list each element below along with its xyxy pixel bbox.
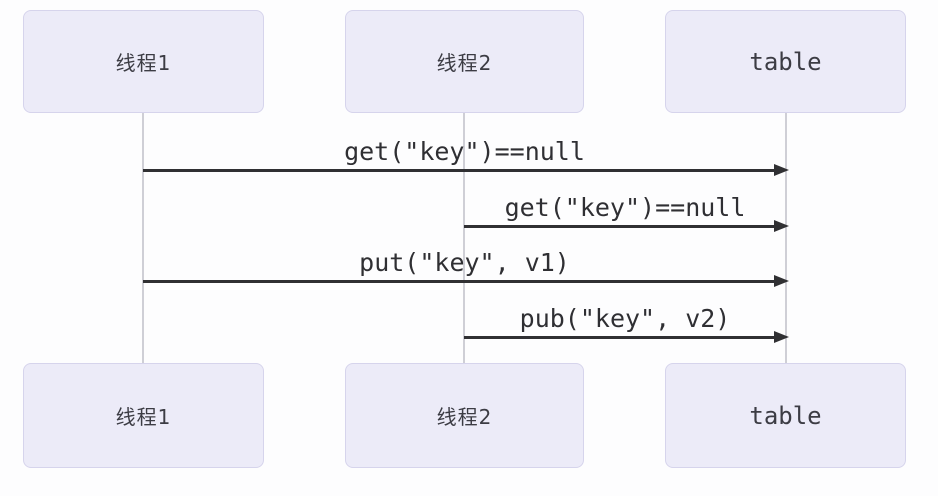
actor-bottom-thread1-label: 线程1 (115, 405, 172, 429)
message-3-arrow-line (143, 280, 777, 283)
actor-top-thread2-label: 线程2 (436, 51, 493, 75)
actor-top-thread1-label: 线程1 (115, 51, 172, 75)
message-1-label: get("key")==null (344, 137, 585, 166)
message-1-arrow-line (143, 169, 777, 172)
lifeline-thread2 (463, 113, 465, 363)
message-4-label: pub("key", v2) (519, 304, 731, 333)
actor-bottom-table: table (665, 363, 906, 468)
actor-top-table: table (665, 10, 906, 113)
message-3-arrowhead-icon (774, 275, 789, 287)
message-1-arrowhead-icon (774, 164, 789, 176)
message-2-arrowhead-icon (774, 220, 789, 232)
lifeline-thread1 (142, 113, 144, 363)
actor-bottom-thread2-label: 线程2 (436, 405, 493, 429)
lifeline-table (785, 113, 787, 363)
message-4-arrowhead-icon (774, 331, 789, 343)
message-2-label: get("key")==null (504, 193, 746, 222)
message-2-arrow-line (464, 225, 777, 228)
actor-top-table-label: table (749, 47, 822, 76)
actor-top-thread2: 线程2 (345, 10, 584, 113)
actor-top-thread1: 线程1 (23, 10, 264, 113)
actor-bottom-thread1: 线程1 (23, 363, 264, 468)
actor-bottom-table-label: table (749, 401, 822, 430)
message-4-arrow-line (464, 336, 777, 339)
message-3-label: put("key", v1) (359, 248, 570, 277)
actor-bottom-thread2: 线程2 (345, 363, 584, 468)
